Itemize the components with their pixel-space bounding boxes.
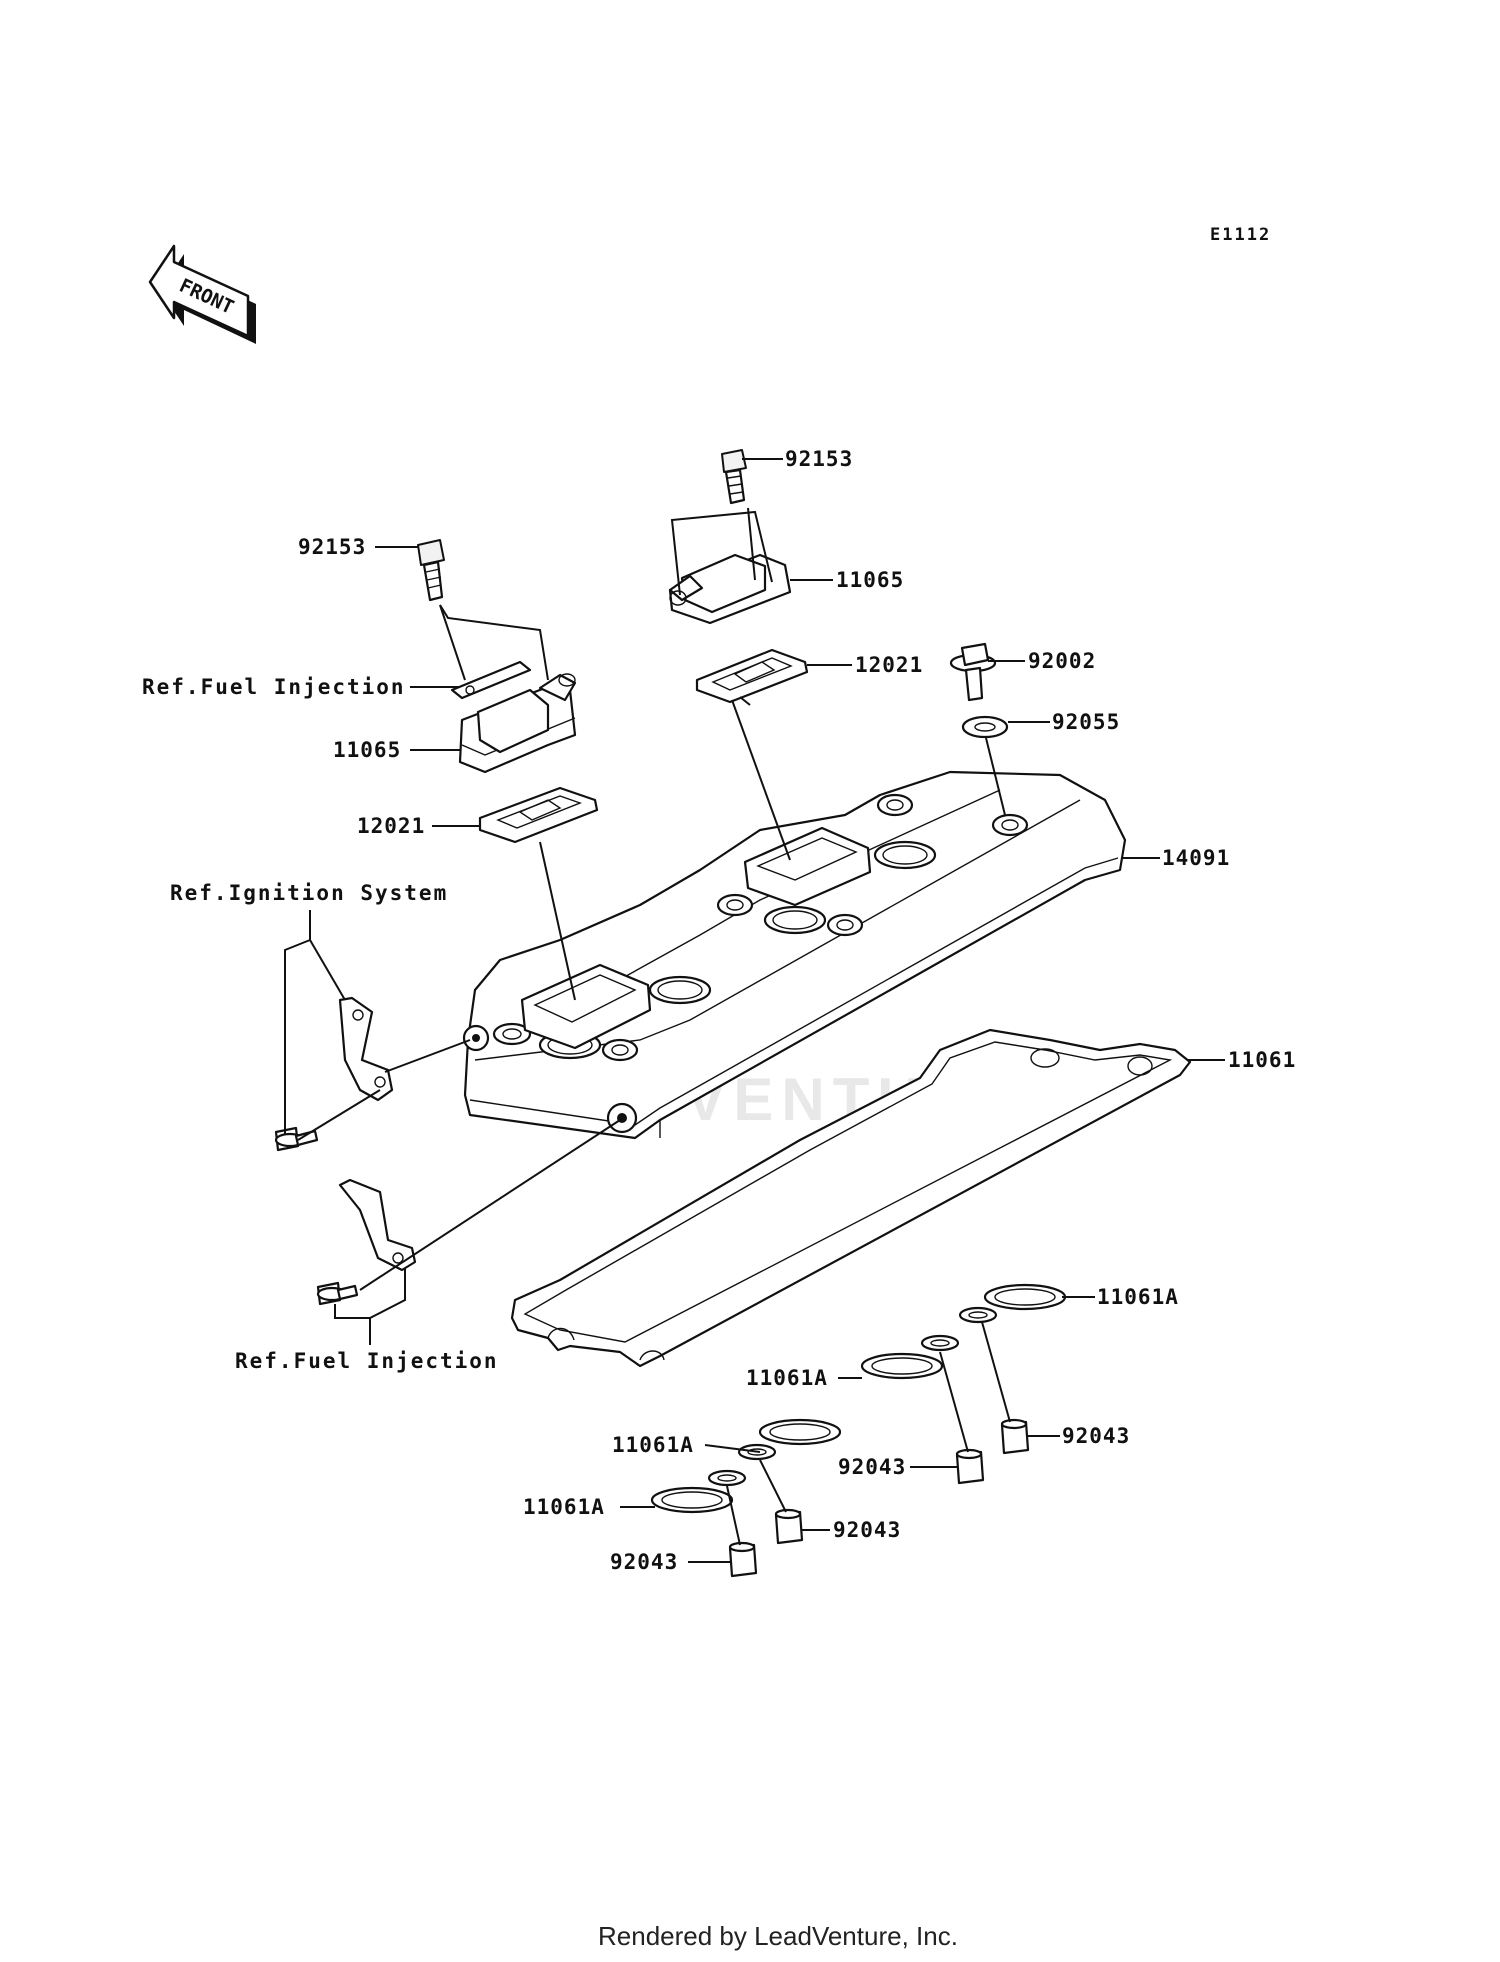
bolt-92002 xyxy=(949,642,997,702)
label-11061A-right-1: 11061A xyxy=(1097,1285,1179,1309)
label-ref-ignition-system: Ref.Ignition System xyxy=(170,881,448,905)
label-92043-left-2: 92043 xyxy=(610,1550,678,1574)
collar-92043-l2 xyxy=(728,1541,758,1578)
left-bracket-fuel-injection xyxy=(450,660,532,700)
label-92055: 92055 xyxy=(1052,710,1120,734)
label-92002: 92002 xyxy=(1028,649,1096,673)
fuel-injection-lower-bracket xyxy=(338,1178,417,1272)
label-ref-fuel-injection-top: Ref.Fuel Injection xyxy=(142,675,406,699)
label-11061A-right-2: 11061A xyxy=(746,1366,828,1390)
ignition-bracket xyxy=(338,996,394,1102)
cylinder-head-cover xyxy=(462,770,1127,1140)
label-11061A-left-1: 11061A xyxy=(612,1433,694,1457)
label-ref-fuel-injection-bottom: Ref.Fuel Injection xyxy=(235,1349,499,1373)
head-cover-gasket xyxy=(510,1028,1192,1368)
washer-92055 xyxy=(961,715,1009,739)
label-11061: 11061 xyxy=(1228,1048,1296,1072)
seal-11061A-r2 xyxy=(860,1334,960,1380)
label-12021-top: 12021 xyxy=(855,653,923,677)
leader-lines xyxy=(284,458,1225,1563)
label-92043-right-2: 92043 xyxy=(838,1455,906,1479)
left-reed-valve-cover-11065 xyxy=(458,673,577,774)
label-92043-left-1: 92043 xyxy=(833,1518,901,1542)
label-11065-left: 11065 xyxy=(333,738,401,762)
left-reed-valve-12021 xyxy=(478,786,599,844)
seal-11061A-r1 xyxy=(958,1283,1067,1324)
top-reed-valve-12021 xyxy=(695,648,809,704)
front-arrow-icon: FRONT xyxy=(148,244,256,344)
top-bolt-92153 xyxy=(721,449,747,505)
left-bolt-92153 xyxy=(417,539,445,602)
label-11061A-left-2: 11061A xyxy=(523,1495,605,1519)
seal-11061A-l1 xyxy=(737,1418,842,1461)
diagram-code: E1112 xyxy=(1210,225,1271,245)
label-11065-top: 11065 xyxy=(836,568,904,592)
top-reed-valve-cover-11065 xyxy=(668,553,792,625)
label-92153-left: 92153 xyxy=(298,535,366,559)
label-12021-left: 12021 xyxy=(357,814,425,838)
collar-92043-r2 xyxy=(955,1448,985,1485)
footer-credit: Rendered by LeadVenture, Inc. xyxy=(598,1921,958,1951)
seal-11061A-l2 xyxy=(650,1469,747,1514)
collar-92043-l1 xyxy=(774,1508,804,1545)
label-92153-top: 92153 xyxy=(785,447,853,471)
collar-92043-r1 xyxy=(1000,1418,1030,1455)
label-92043-right-1: 92043 xyxy=(1062,1424,1130,1448)
label-14091: 14091 xyxy=(1162,846,1230,870)
ignition-bolt xyxy=(274,1126,319,1152)
fuel-injection-lower-bolt xyxy=(316,1281,359,1306)
